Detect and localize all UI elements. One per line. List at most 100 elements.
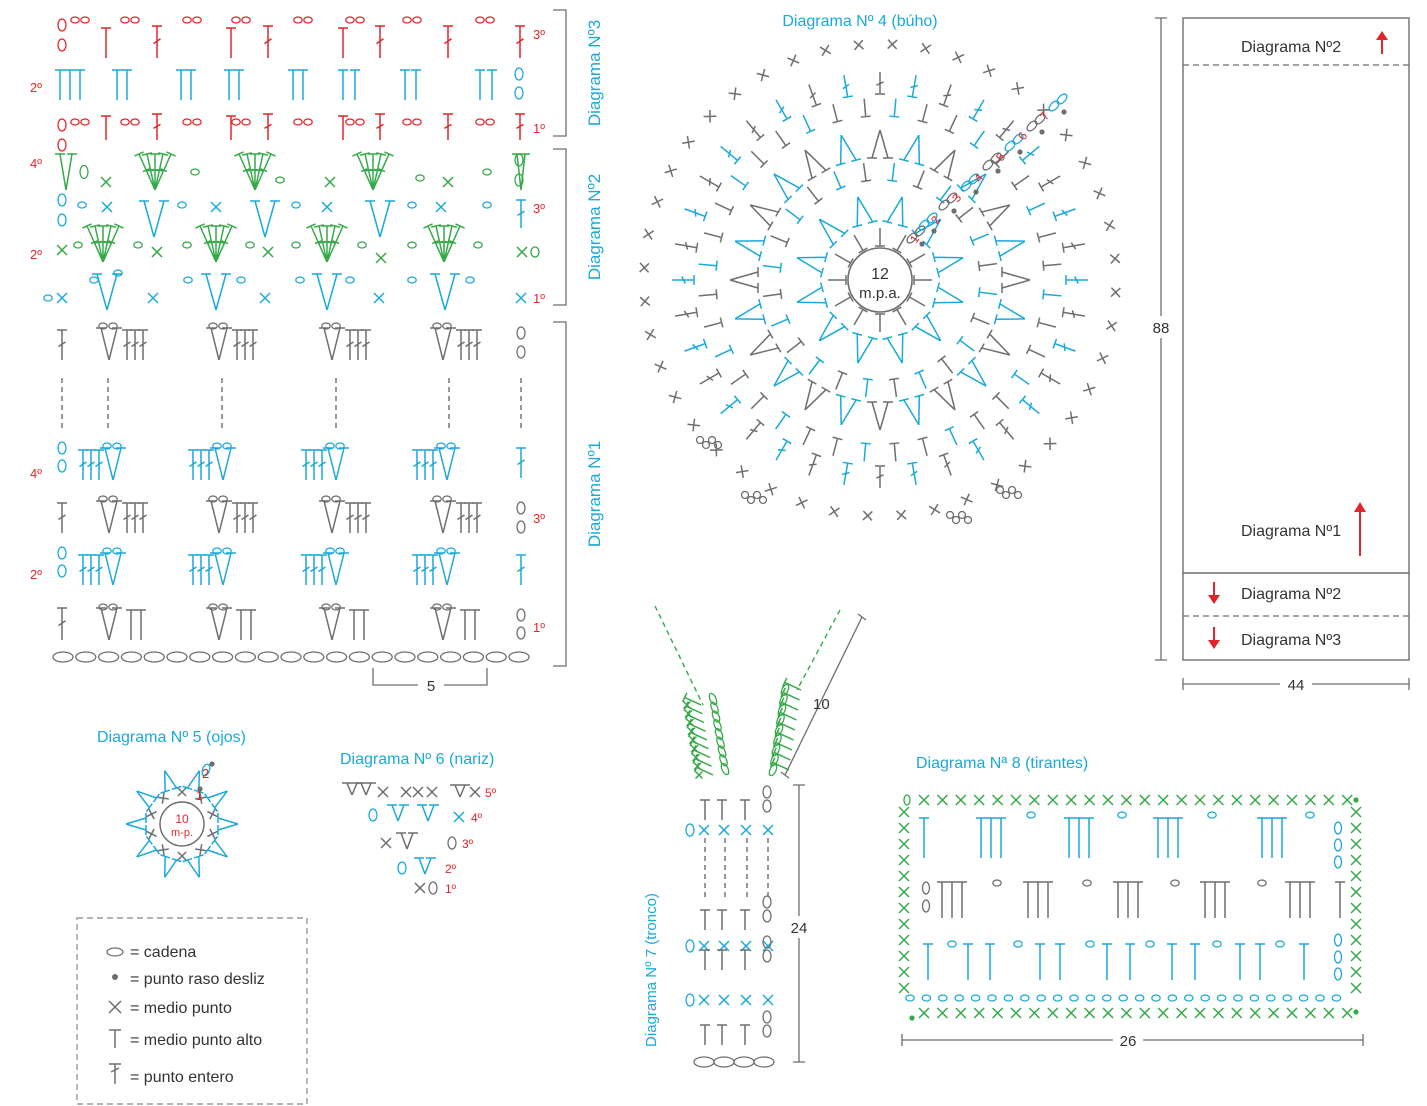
- hdc-stitch: [1035, 943, 1045, 980]
- sc-stitch: [1194, 1007, 1206, 1019]
- sc-stitch: [151, 246, 163, 258]
- hdc-stitch: [226, 115, 236, 140]
- v-stitch: [773, 173, 804, 204]
- hdc-stitch: [1220, 881, 1230, 918]
- hdc-stitch: [875, 313, 885, 332]
- body-schematic: Diagrama Nº2 Diagrama Nº1 Diagrama Nº2 D…: [1148, 17, 1410, 694]
- dc-stitch: [1052, 338, 1076, 352]
- chain-stitch: [1145, 940, 1155, 948]
- hdc-stitch: [700, 949, 710, 970]
- chain-stitch: [1298, 994, 1309, 1002]
- chain-stitch: [762, 799, 772, 813]
- sc-stitch: [762, 994, 774, 1006]
- chain-stitch: [1003, 994, 1014, 1002]
- chain-stitch: [987, 994, 997, 1002]
- hdc-stitch: [704, 317, 724, 328]
- hdc-stitch: [775, 717, 796, 731]
- hdc-stitch: [977, 261, 997, 272]
- hdc-stitch: [338, 69, 348, 100]
- chain-stitch: [1069, 994, 1079, 1002]
- hdc-stitch: [969, 233, 989, 246]
- hdc-stitch: [802, 114, 816, 135]
- chain-stitch: [331, 495, 341, 503]
- chain-stitch: [1117, 811, 1127, 819]
- dc-stitch: [1061, 242, 1085, 253]
- v-stitch: [749, 329, 782, 356]
- v-stitch: [931, 252, 964, 278]
- sc-stitch: [651, 195, 664, 208]
- stitch-legend: = cadena = punto raso desliz = medio pun…: [76, 917, 308, 1105]
- chain-stitch: [432, 322, 442, 330]
- d1-row-4-label: 4º: [30, 466, 42, 481]
- sc-stitch: [718, 824, 730, 836]
- chain-stitch: [335, 442, 345, 450]
- chain-stitch: [192, 118, 202, 126]
- chain-stitch: [768, 763, 778, 777]
- chain-stitch: [1233, 994, 1243, 1002]
- v-stitch: [323, 552, 349, 586]
- slip-stitch: [209, 761, 215, 767]
- d2-row-3-label: 3º: [533, 201, 545, 216]
- hdc-stitch: [65, 69, 75, 100]
- sc-stitch: [262, 246, 274, 258]
- chain-stitch: [921, 881, 931, 895]
- dc-stitch: [94, 554, 104, 585]
- sc-stitch: [207, 808, 218, 820]
- chain-stitch: [1212, 940, 1222, 948]
- chain-stitch: [485, 16, 495, 24]
- hdc-stitch: [112, 69, 122, 100]
- sc-stitch: [920, 42, 932, 55]
- hdc-stitch: [236, 609, 246, 640]
- dc-stitch: [232, 329, 242, 360]
- dc-stitch: [78, 554, 88, 585]
- v-stitch: [434, 552, 460, 586]
- hdc-stitch: [687, 727, 708, 741]
- chain-stitch: [417, 651, 439, 663]
- d5-round-2: 2: [202, 766, 209, 781]
- chain-stitch: [371, 651, 393, 663]
- hdc-stitch: [1055, 943, 1065, 980]
- slip-stitch: [931, 228, 937, 234]
- hdc-stitch: [298, 69, 308, 100]
- hdc-stitch: [875, 228, 885, 247]
- chain-stitch: [918, 219, 930, 231]
- shell-stitch: [195, 223, 237, 263]
- double-crochet-icon: [109, 1063, 121, 1084]
- chain-stitch: [73, 241, 83, 249]
- hdc-stitch: [1125, 943, 1135, 980]
- hdc-stitch: [1200, 881, 1210, 918]
- hdc-stitch: [1025, 202, 1046, 216]
- dc-stitch: [345, 502, 355, 533]
- sc-stitch: [1028, 1007, 1040, 1019]
- chain-stitch: [355, 118, 365, 126]
- v-stitch: [201, 273, 231, 311]
- hdc-stitch: [411, 69, 421, 100]
- chain-stitch: [946, 192, 958, 204]
- dc-stitch: [464, 329, 474, 360]
- d1-row-3-label: 3º: [533, 511, 545, 526]
- hdc-stitch: [906, 253, 926, 268]
- d6-row-5: 5º: [485, 786, 497, 800]
- dc-stitch: [196, 449, 206, 480]
- v-stitch: [773, 356, 804, 387]
- chain-stitch: [295, 276, 305, 284]
- d2-row-1-label: 1º: [533, 291, 545, 306]
- sc-stitch: [1105, 320, 1118, 332]
- chain-stitch: [1249, 994, 1260, 1002]
- sc-stitch: [918, 794, 930, 806]
- chain-stitch: [762, 909, 772, 923]
- dc-stitch: [720, 145, 742, 165]
- dc-stitch: [472, 502, 482, 533]
- dashed-guide: [796, 609, 841, 691]
- d1-row-1-label: 1º: [533, 620, 545, 635]
- dc-stitch: [420, 449, 430, 480]
- sc-stitch: [207, 828, 218, 840]
- arrow-down-icon: [1208, 582, 1220, 604]
- dc-stitch: [188, 554, 198, 585]
- hdc-stitch: [834, 292, 854, 307]
- legend-sc: = medio punto: [130, 1000, 232, 1017]
- chain-stitch: [937, 994, 948, 1002]
- hdc-stitch: [985, 943, 995, 980]
- chain-stitch: [685, 993, 695, 1007]
- sc-stitch: [928, 503, 941, 516]
